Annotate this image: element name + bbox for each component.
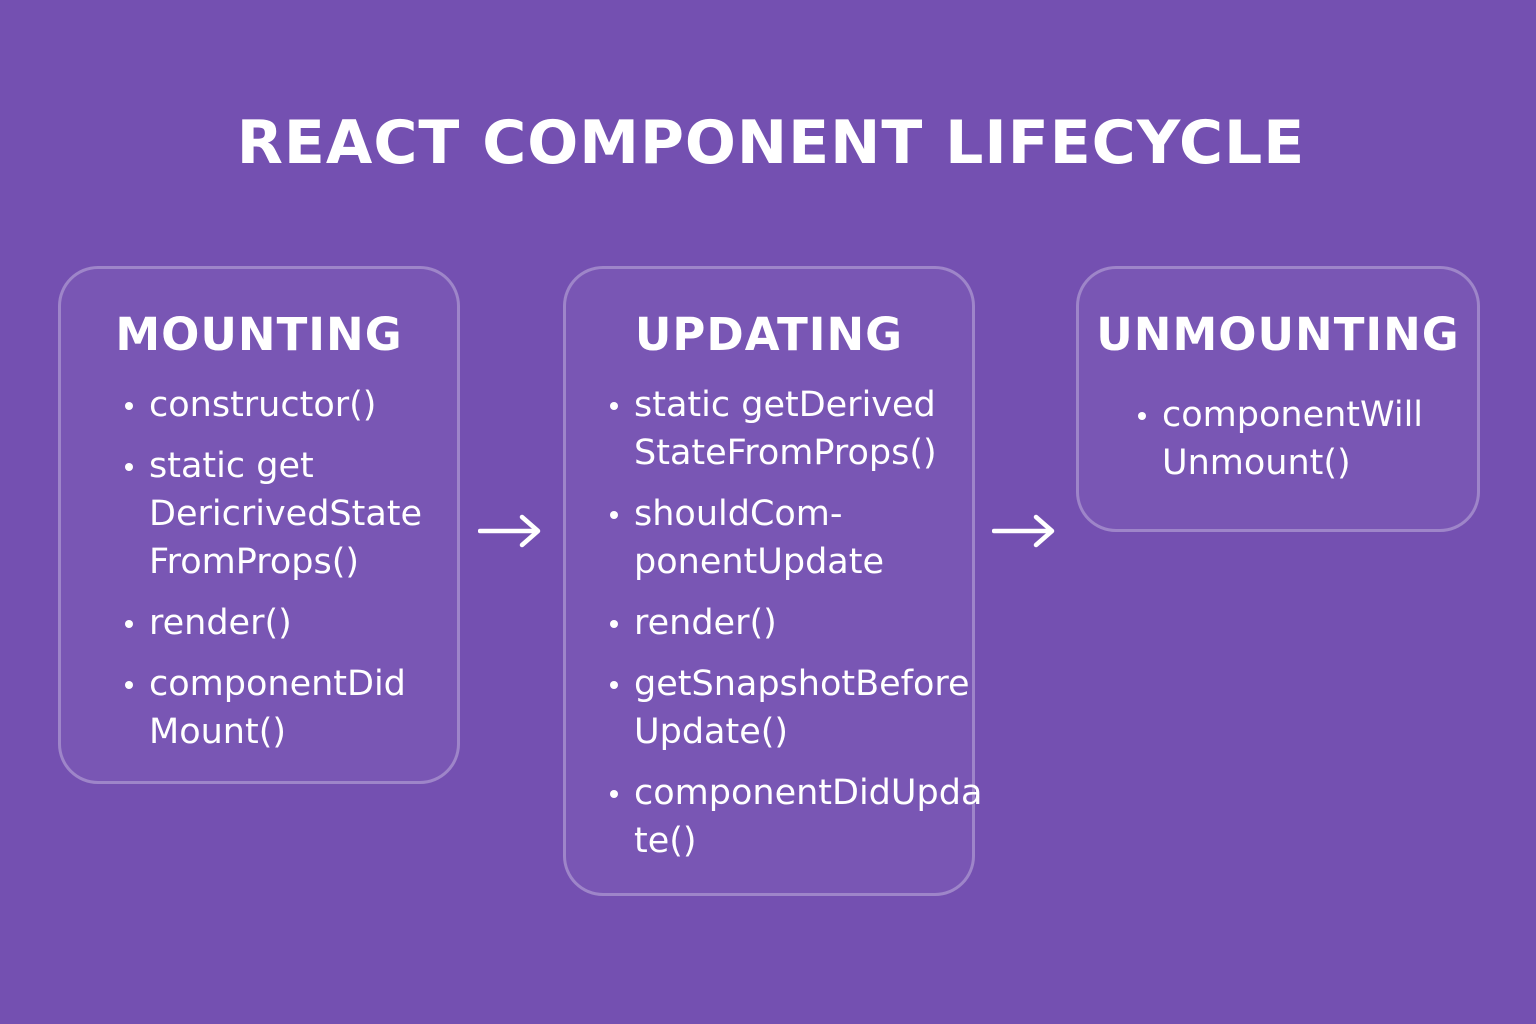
method-list-mounting: constructor() static get DericrivedState… <box>121 381 461 769</box>
method-item: componentDid Mount() <box>121 660 461 756</box>
phase-box-unmounting: UNMOUNTING componentWill Unmount() <box>1076 266 1480 532</box>
method-item: getSnapshotBefore Update() <box>606 660 976 756</box>
phase-box-updating: UPDATING static getDerived StateFromProp… <box>563 266 982 896</box>
method-item: shouldCom- ponentUpdate <box>606 490 976 586</box>
method-item: static get DericrivedState FromProps() <box>121 442 461 586</box>
method-item: static getDerived StateFromProps() <box>606 381 976 477</box>
method-item: constructor() <box>121 381 461 429</box>
phase-heading-unmounting: UNMOUNTING <box>1096 308 1460 361</box>
page-title: REACT COMPONENT LIFECYCLE <box>236 108 1306 178</box>
method-item: componentWill Unmount() <box>1134 391 1474 487</box>
phase-heading-mounting: MOUNTING <box>115 308 403 361</box>
method-item: componentDidUpda te() <box>606 769 982 865</box>
phase-box-mounting: MOUNTING constructor() static get Dericr… <box>58 266 460 784</box>
phase-heading-updating: UPDATING <box>634 308 904 361</box>
method-list-unmounting: componentWill Unmount() <box>1134 391 1474 500</box>
right-arrow-icon <box>992 514 1055 548</box>
method-item: render() <box>121 599 461 647</box>
right-arrow-icon <box>478 514 541 548</box>
method-list-updating: static getDerived StateFromProps() shoul… <box>606 381 982 878</box>
method-item: render() <box>606 599 976 647</box>
